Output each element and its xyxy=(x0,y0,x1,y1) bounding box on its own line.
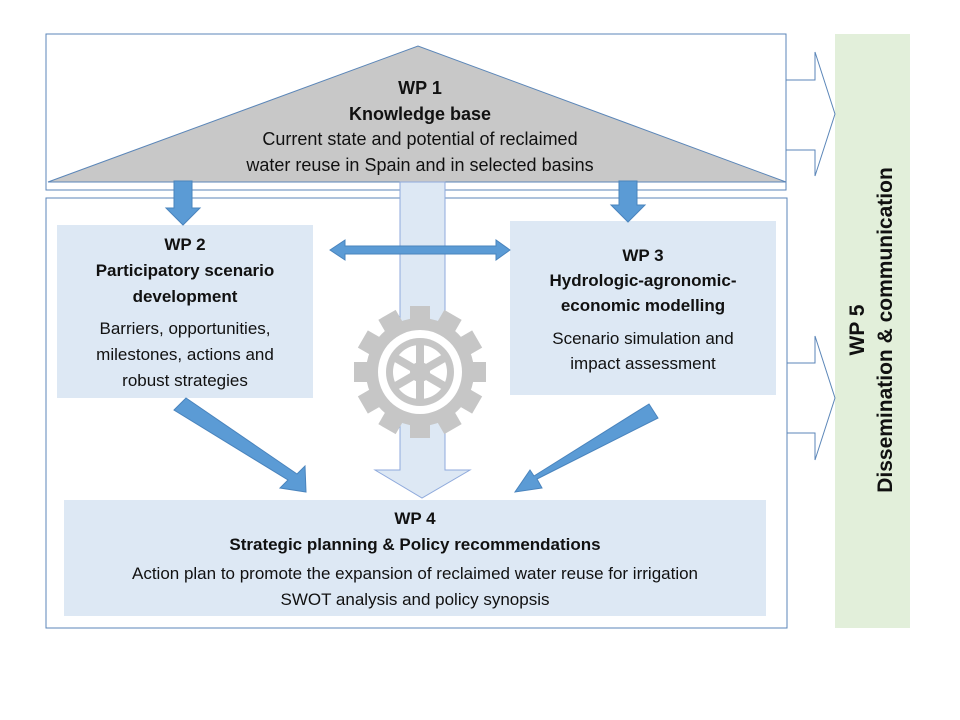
wp2-desc-line1: Barriers, opportunities, xyxy=(99,319,271,338)
arrow-wp1-to-wp2 xyxy=(164,180,202,226)
arrow-wp2-to-wp4 xyxy=(173,397,307,493)
arrow-top-to-wp5 xyxy=(785,51,836,177)
wp3-desc-line1: Scenario simulation and xyxy=(552,329,734,348)
wp2-title-line2: development xyxy=(132,287,238,306)
wp1-desc-line1: Current state and potential of reclaimed xyxy=(262,129,578,149)
wp2-id: WP 2 xyxy=(164,235,206,254)
wp3-title-line1: Hydrologic-agronomic- xyxy=(549,271,737,290)
wp3-id: WP 3 xyxy=(622,246,664,265)
wp4-title: Strategic planning & Policy recommendati… xyxy=(229,535,601,554)
wp4-box xyxy=(64,500,766,616)
wp5-title: Dissemination & communication xyxy=(874,167,897,493)
arrow-wp3-to-wp4 xyxy=(513,403,659,493)
wp5-id: WP 5 xyxy=(846,304,869,356)
wp1-title: Knowledge base xyxy=(348,104,492,124)
wp4-desc-line1: Action plan to promote the expansion of … xyxy=(131,564,699,583)
wp1-id: WP 1 xyxy=(398,78,442,98)
wp3-desc-line2: impact assessment xyxy=(570,354,716,373)
arrow-bottom-to-wp5 xyxy=(786,335,836,461)
wp4-id: WP 4 xyxy=(394,509,436,528)
wp2-box xyxy=(57,225,313,398)
wp3-box xyxy=(510,221,776,395)
wp1-desc-line2: water reuse in Spain and in selected bas… xyxy=(246,155,594,175)
wp2-desc-line3: robust strategies xyxy=(122,371,248,390)
arrow-wp2-wp3-double xyxy=(329,239,511,261)
wp2-desc-line2: milestones, actions and xyxy=(96,345,274,364)
arrow-wp1-to-wp3 xyxy=(609,180,647,223)
gear-icon xyxy=(354,306,486,438)
wp4-desc-line2: SWOT analysis and policy synopsis xyxy=(280,590,550,609)
wp2-title-line1: Participatory scenario xyxy=(95,261,275,280)
wp5-box xyxy=(835,34,910,628)
wp3-title-line2: economic modelling xyxy=(560,296,726,315)
